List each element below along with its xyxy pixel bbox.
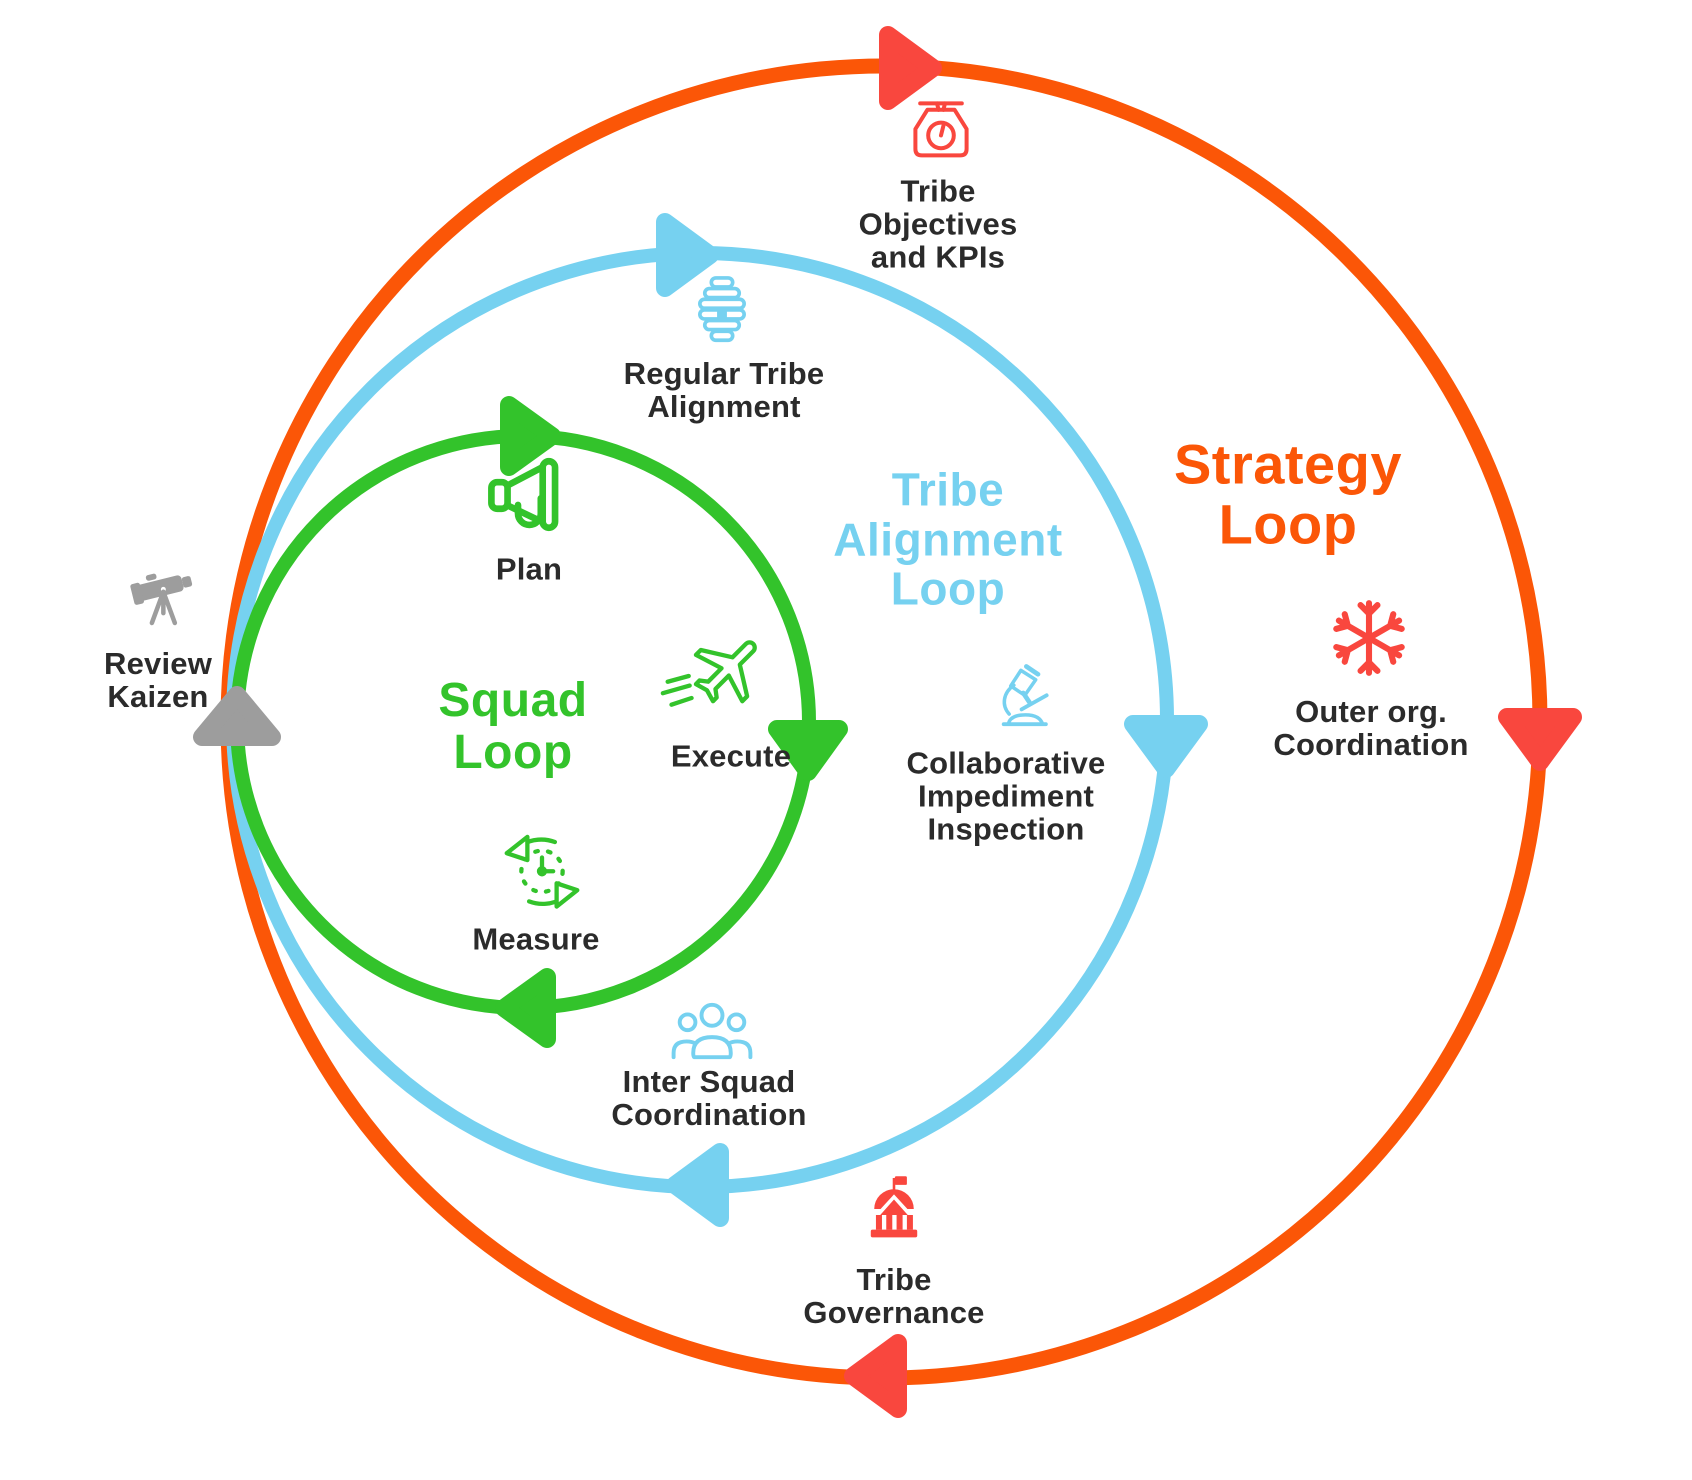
squad-arrow-top-icon — [500, 396, 561, 476]
snowflake-icon — [1333, 600, 1405, 676]
label-line: Governance — [803, 1295, 985, 1330]
telescope-icon — [130, 573, 193, 626]
megaphone-icon — [488, 457, 559, 532]
strategy-loop-title-line: Loop — [1218, 493, 1358, 556]
flag — [894, 1176, 907, 1185]
squad-loop-title: Squad Loop — [438, 675, 587, 779]
label-line: Tribe — [900, 173, 976, 209]
label-line: Objectives — [858, 206, 1018, 242]
pediment — [880, 1199, 908, 1215]
regular-tribe-alignment-label: Regular Tribe Alignment — [623, 356, 825, 424]
label-line: Measure — [472, 921, 600, 957]
label-line: Kaizen — [107, 679, 209, 714]
label-line: Coordination — [611, 1097, 807, 1132]
tripod-legs — [149, 589, 178, 626]
label-line: and KPIs — [870, 239, 1006, 275]
strategy-arrow-bottom-icon — [844, 1334, 907, 1418]
column — [875, 1215, 882, 1230]
squad-loop-title-line: Loop — [453, 726, 573, 779]
tribe-arrow-bottom-icon — [666, 1143, 729, 1227]
label-line: Impediment — [918, 778, 1094, 814]
strategy-loop-title: Strategy Loop — [1173, 432, 1403, 556]
label-line: Review — [103, 646, 213, 682]
flag-pole — [892, 1178, 896, 1191]
tribe-arrow-right-icon — [1124, 715, 1208, 778]
column — [896, 1215, 903, 1230]
label-line: Plan — [495, 551, 563, 587]
strategy-arrow-top-icon — [879, 26, 942, 110]
weighing-scale-icon — [913, 101, 969, 158]
label-line: Inspection — [927, 811, 1085, 847]
strategy-arrow-right-icon — [1498, 708, 1582, 771]
label-line: Coordination — [1273, 727, 1469, 762]
label-line: Alignment — [647, 389, 801, 424]
plan-label: Plan — [495, 551, 563, 587]
execute-label: Execute — [670, 738, 792, 774]
microscope-icon — [1001, 664, 1049, 727]
strategy-loop-title-line: Strategy — [1173, 432, 1403, 496]
tribe-governance-label: Tribe Governance — [803, 1262, 985, 1330]
tribe-alignment-loop-title: Tribe Alignment Loop — [833, 465, 1062, 614]
label-line: Collaborative — [906, 745, 1106, 781]
tribe-alignment-loop-title-line: Tribe — [891, 463, 1005, 516]
label-line: Regular Tribe — [623, 356, 825, 392]
squad-arrow-bottom-icon — [495, 968, 556, 1048]
collaborative-impediment-inspection-label: Collaborative Impediment Inspection — [906, 745, 1106, 847]
telescope-tube — [136, 575, 184, 601]
beehive-icon — [698, 276, 746, 343]
kaizen-arrow-up-icon — [193, 686, 281, 746]
label-line: Outer org. — [1295, 694, 1447, 730]
label-line: Inter Squad — [622, 1064, 796, 1100]
tribe-alignment-loop-title-line: Loop — [890, 562, 1006, 615]
squad-arrow-right-icon — [768, 720, 848, 781]
airplane-icon — [660, 640, 757, 707]
squad-loop-title-line: Squad — [438, 674, 588, 728]
column — [906, 1215, 913, 1230]
base — [870, 1229, 918, 1238]
government-building-icon — [870, 1176, 918, 1238]
tribe-alignment-loop-title-line: Alignment — [833, 513, 1063, 566]
stopwatch-icon — [504, 834, 580, 909]
column — [886, 1215, 893, 1230]
outer-org-coordination-label: Outer org. Coordination — [1273, 694, 1469, 762]
measure-label: Measure — [472, 921, 600, 957]
team-people-icon — [671, 1002, 753, 1060]
inter-squad-coordination-label: Inter Squad Coordination — [611, 1064, 807, 1132]
label-line: Tribe — [856, 1262, 932, 1298]
tribe-arrow-top-icon — [656, 213, 719, 297]
label-line: Execute — [670, 738, 792, 774]
tribe-objectives-label: Tribe Objectives and KPIs — [858, 173, 1018, 275]
review-kaizen-label: Review Kaizen — [103, 646, 213, 714]
